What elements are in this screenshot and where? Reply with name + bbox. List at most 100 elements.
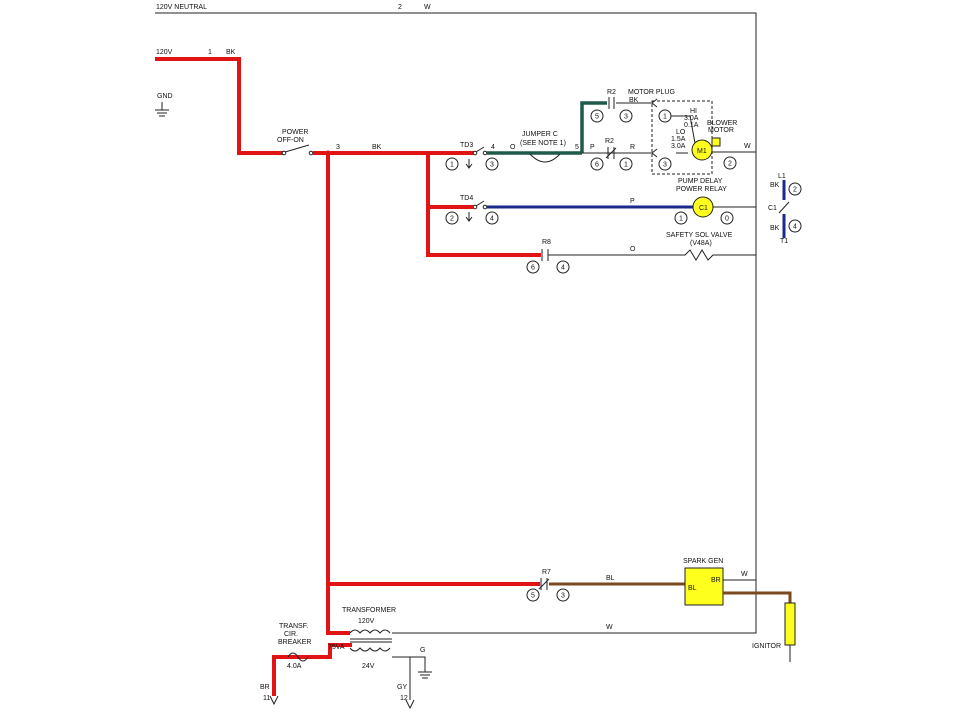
c1-coil-label: C1: [699, 205, 708, 212]
terminal-number: 2: [450, 216, 454, 223]
terminal-t-td3-b: [485, 157, 499, 171]
terminal-number: 2: [728, 161, 732, 168]
terminal-number: 0: [725, 216, 729, 223]
output-arrow-gy-icon: [405, 699, 415, 710]
ignitor-wire: [723, 591, 792, 603]
spark-gen-box: [684, 567, 724, 606]
ignitor-icon: [784, 602, 796, 646]
power-switch-icon: [281, 144, 314, 156]
r2-top-label: R2: [607, 89, 616, 96]
jumper-arc-icon: [529, 153, 561, 163]
wire5-num: 5: [575, 144, 579, 151]
valve-wire: [548, 249, 756, 261]
td3-label: TD3: [460, 142, 473, 149]
motor-lead-hi: [669, 115, 696, 144]
hi-label: HI: [690, 108, 697, 115]
hot-wire-input: [155, 57, 283, 155]
o-wire-label: O: [630, 246, 636, 253]
terminal-number: 1: [663, 114, 667, 121]
terminal-t-td3-a: [445, 157, 459, 171]
output-arrow-br-icon: [269, 695, 279, 706]
p-label: P: [590, 144, 595, 151]
terminal-t-td4-b: [485, 211, 499, 225]
bk-label-a: BK: [770, 182, 780, 189]
junction-3: [325, 150, 331, 156]
line-wire-color: BK: [226, 49, 236, 56]
terminal-number: 4: [793, 224, 797, 231]
terminal-t-c1-a: [674, 211, 688, 225]
output-gy-num: 12: [400, 695, 408, 702]
ignitor-label: IGNITOR: [752, 643, 781, 650]
terminal-number: 6: [595, 162, 599, 169]
wire4-num: 4: [491, 144, 495, 151]
spark-w-label: W: [741, 571, 748, 578]
lo-label: LO: [676, 129, 686, 136]
motor-housing: [711, 137, 721, 147]
terminal-number: 4: [490, 216, 494, 223]
terminal-t-r2mid-b: [619, 157, 633, 171]
terminal-t-m1: [723, 156, 737, 170]
w-right-label: W: [744, 143, 751, 150]
terminal-t-r2mid-a: [590, 157, 604, 171]
terminal-t-plug1: [658, 109, 672, 123]
neutral-wire-color: W: [424, 4, 431, 11]
jumper-label: JUMPER C: [522, 131, 558, 138]
terminal-number: 1: [450, 162, 454, 169]
r7-contact-icon: [538, 578, 550, 590]
plug-arrow-2: [651, 148, 658, 158]
terminal-t-td4-a: [445, 211, 459, 225]
hot-wire-transformer: [326, 584, 350, 635]
terminal-number: 3: [624, 114, 628, 121]
r8-contact-icon: [541, 249, 549, 261]
output-gy-label: GY: [397, 684, 407, 691]
terminal-t-r8-b: [556, 260, 570, 274]
terminal-t-r8-a: [526, 260, 540, 274]
bl-wire-label: BL: [606, 575, 615, 582]
terminal-t-r2top-a: [590, 109, 604, 123]
hot-wire-branch: [426, 153, 541, 257]
terminal-t-plug3: [658, 157, 672, 171]
spark-br-label: BR: [711, 577, 721, 584]
w-bottom-label: W: [606, 624, 613, 631]
safety-valve-label: SAFETY SOL VALVE: [666, 232, 733, 239]
terminal-number: 3: [561, 593, 565, 600]
transformer-label: TRANSFORMER: [342, 607, 396, 614]
breaker-label-3: BREAKER: [278, 639, 311, 646]
secondary-wire: [392, 656, 426, 700]
spark-gen-label: SPARK GEN: [683, 558, 723, 565]
wire3-color: BK: [372, 144, 382, 151]
blower-label: BLOWER: [707, 120, 737, 127]
r-label: R: [630, 144, 635, 151]
terminal-t-r7-a: [526, 588, 540, 602]
terminal-t-t1: [788, 219, 802, 233]
gnd-label: GND: [157, 93, 173, 100]
lo-amps-1: 1.5A: [671, 136, 686, 143]
transformer-secondary-v: 24V: [362, 663, 375, 670]
terminal-number: 3: [490, 162, 494, 169]
terminal-number: 3: [663, 162, 667, 169]
terminal-number: 6: [531, 265, 535, 272]
ground-icon-secondary: [418, 671, 432, 679]
hot-wire-vertical: [326, 153, 540, 586]
breaker-rating: 4.0A: [287, 663, 302, 670]
transformer-icon: [349, 629, 392, 652]
r2-mid-contact-icon: [605, 147, 617, 159]
terminal-number: 2: [793, 187, 797, 194]
terminal-number: 1: [624, 162, 628, 169]
motor-plug-label: MOTOR PLUG: [628, 89, 675, 96]
neutral-wire-num: 2: [398, 4, 402, 11]
m1-label: M1: [697, 148, 707, 155]
breaker-icon: [287, 652, 309, 662]
t1-label: T1: [780, 238, 788, 245]
hot-wire-breaker: [272, 643, 352, 696]
safety-valve-model: (V48A): [690, 240, 712, 247]
motor-m1-icon: [691, 139, 713, 161]
bk-label-b: BK: [770, 225, 780, 232]
green-wire-r2: [580, 101, 607, 153]
terminal-number: 1: [679, 216, 683, 223]
hi-amps-1: 3.0A: [684, 115, 699, 122]
wire3-num: 3: [336, 144, 340, 151]
terminal-number: 5: [531, 593, 535, 600]
plug-arrow-1: [651, 98, 658, 108]
